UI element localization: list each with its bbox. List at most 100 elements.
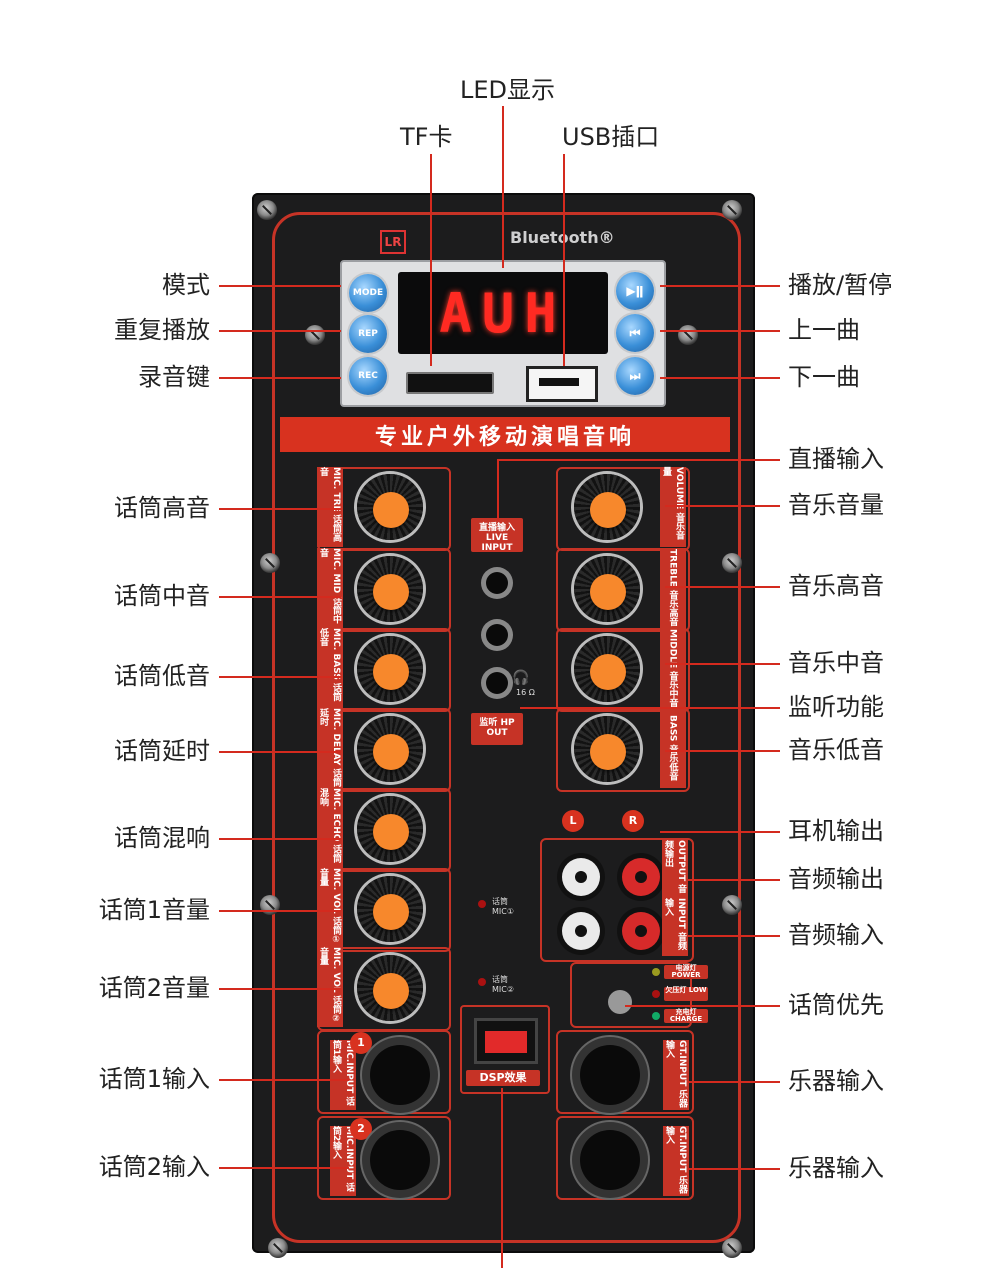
- leader-line: [219, 508, 341, 510]
- mic-bass-knob[interactable]: [357, 636, 423, 702]
- music-bass-knob[interactable]: [574, 716, 640, 782]
- callout-record: 录音键: [138, 363, 210, 391]
- guitar2-input-tab: GT.INPUT 乐器输入: [663, 1126, 689, 1196]
- power-label: 电源灯 POWER: [664, 965, 708, 979]
- mic2-input-tab: MIC.INPUT 话筒2输入: [330, 1126, 356, 1196]
- dsp-switch[interactable]: [474, 1018, 538, 1064]
- leader-line: [660, 831, 780, 833]
- mic-bass-tab: MIC. BASS 话筒低音: [317, 628, 343, 708]
- impedance-label: 16 Ω: [516, 688, 535, 697]
- leader-line: [502, 106, 504, 268]
- leader-line: [219, 838, 341, 840]
- callout-mic2-input: 话筒2输入: [98, 1153, 210, 1181]
- dsp-switch-frame: [460, 1005, 550, 1094]
- leader-line: [665, 586, 780, 588]
- power-led: [652, 968, 660, 976]
- callout-headphone-out: 耳机输出: [788, 817, 884, 845]
- screw-icon: [722, 1238, 742, 1258]
- leader-line: [219, 751, 341, 753]
- callout-instrument-input-1: 乐器输入: [788, 1067, 884, 1095]
- leader-line: [497, 459, 780, 461]
- music-treble-knob[interactable]: [574, 556, 640, 622]
- guitar1-input-slot: [556, 1030, 694, 1114]
- mic1-volume-tab: MIC. VOL 话筒①音量: [317, 868, 343, 948]
- music-volume-knob[interactable]: [574, 474, 640, 540]
- rca-block: [540, 838, 694, 962]
- hp-out-label: 监听 HP OUT: [471, 713, 523, 745]
- leader-line: [219, 1167, 349, 1169]
- audio-in-left-jack[interactable]: [562, 912, 600, 950]
- mic1-input-tab: MIC.INPUT 话筒1输入: [330, 1040, 356, 1110]
- guitar2-input-jack[interactable]: [580, 1130, 640, 1190]
- screw-icon: [722, 553, 742, 573]
- mic-priority-switch[interactable]: [608, 990, 632, 1014]
- panel-frame: [272, 212, 741, 1243]
- mic2-volume-tab: MIC. VOL 话筒②音量: [317, 947, 343, 1027]
- record-button[interactable]: REC: [349, 357, 387, 395]
- charge-label: 充电灯 CHARGE: [664, 1009, 708, 1023]
- live-input-jack[interactable]: [486, 572, 508, 594]
- music-mid-tab: MIDDLE 音乐中音: [660, 628, 686, 708]
- leader-line: [219, 285, 341, 287]
- callout-mic-priority: 话筒优先: [788, 991, 884, 1019]
- screw-icon: [722, 200, 742, 220]
- leader-line: [430, 154, 432, 366]
- mic-echo-knob[interactable]: [357, 796, 423, 862]
- leader-line: [520, 707, 780, 709]
- mic2-input-jack[interactable]: [370, 1130, 430, 1190]
- play-pause-button[interactable]: ▶ǁ: [616, 272, 654, 310]
- screw-icon: [305, 325, 325, 345]
- audio-out-left-jack[interactable]: [562, 858, 600, 896]
- callout-music-treble: 音乐高音: [788, 572, 884, 600]
- callout-mic-delay: 话筒延时: [114, 737, 210, 765]
- mic1-input-jack[interactable]: [370, 1045, 430, 1105]
- mic1-number-badge: 1: [350, 1032, 372, 1054]
- repeat-button[interactable]: REP: [349, 315, 387, 353]
- right-channel-badge: R: [622, 810, 644, 832]
- callout-instrument-input-2: 乐器输入: [788, 1154, 884, 1182]
- music-treble-slot: [556, 548, 690, 632]
- callout-mode: 模式: [162, 271, 210, 299]
- bluetooth-logo: Bluetooth®: [510, 228, 615, 247]
- next-track-button[interactable]: ⏭: [616, 357, 654, 395]
- mic2-led-label: 话筒 MIC②: [492, 975, 515, 994]
- mode-button[interactable]: MODE: [349, 274, 387, 312]
- callout-mic-treble: 话筒高音: [114, 494, 210, 522]
- low-led: [652, 990, 660, 998]
- music-mid-knob[interactable]: [574, 636, 640, 702]
- mic-mid-knob[interactable]: [357, 556, 423, 622]
- guitar2-input-slot: [556, 1116, 694, 1200]
- left-channel-badge: L: [562, 810, 584, 832]
- headphone-jack[interactable]: [486, 672, 508, 694]
- leader-line: [660, 285, 780, 287]
- mic2-number-badge: 2: [350, 1118, 372, 1140]
- callout-usb-port: USB插口: [562, 123, 660, 151]
- audio-out-right-jack[interactable]: [622, 858, 660, 896]
- leader-line: [665, 663, 780, 665]
- leader-line: [665, 505, 780, 507]
- mic-treble-tab: MIC. TRE 话筒高音: [317, 467, 343, 547]
- leader-line: [219, 596, 341, 598]
- leader-line: [219, 1079, 349, 1081]
- leader-line: [219, 910, 341, 912]
- audio-in-right-jack[interactable]: [622, 912, 660, 950]
- callout-audio-in: 音频输入: [788, 921, 884, 949]
- led-readout: AUH: [439, 281, 567, 345]
- callout-live-input: 直播输入: [788, 445, 884, 473]
- previous-track-button[interactable]: ⏮: [616, 314, 654, 352]
- leader-line: [219, 676, 341, 678]
- mic-delay-tab: MIC. DELAY 话筒延时: [317, 708, 343, 788]
- center-jack[interactable]: [486, 624, 508, 646]
- mic2-volume-knob[interactable]: [357, 955, 423, 1021]
- screw-icon: [260, 553, 280, 573]
- mic-treble-knob[interactable]: [357, 474, 423, 540]
- leader-line: [219, 988, 341, 990]
- guitar1-input-jack[interactable]: [580, 1045, 640, 1105]
- dsp-label: DSP效果: [466, 1070, 540, 1086]
- mic1-volume-knob[interactable]: [357, 876, 423, 942]
- callout-mic2-volume: 话筒2音量: [98, 974, 210, 1002]
- tf-card-slot[interactable]: [406, 372, 494, 394]
- usb-port[interactable]: [526, 366, 598, 402]
- callout-music-bass: 音乐低音: [788, 736, 884, 764]
- mic-delay-knob[interactable]: [357, 716, 423, 782]
